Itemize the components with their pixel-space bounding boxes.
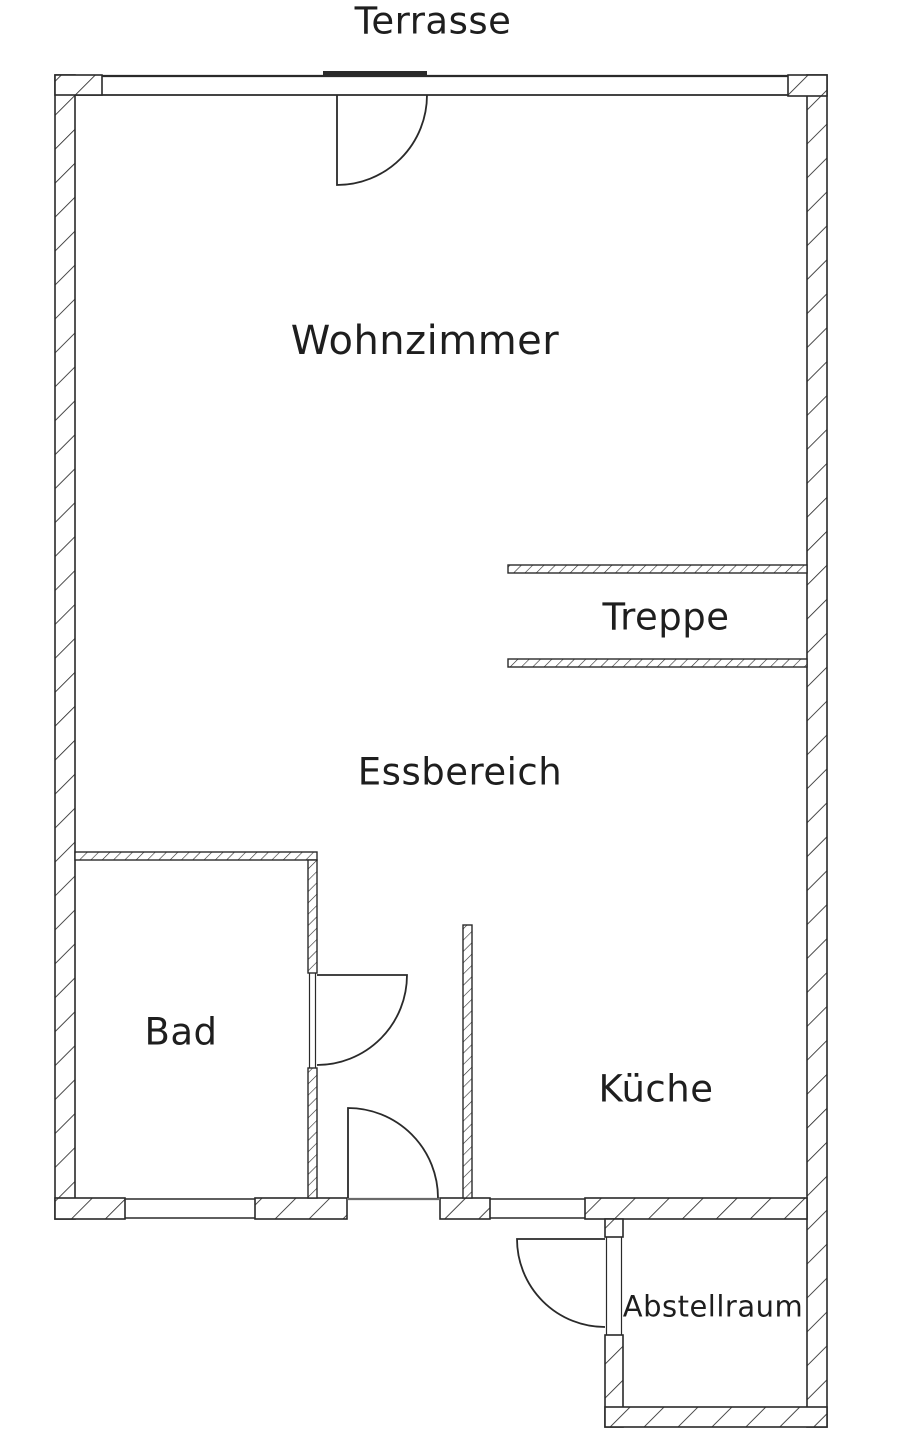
- room-label-essbereich: Essbereich: [357, 750, 563, 794]
- terrace-door-swing: [336, 94, 428, 186]
- bath-wall-top: [74, 851, 318, 861]
- stair-wall-bottom: [507, 658, 808, 668]
- wall-bottom-seg1: [54, 1197, 126, 1220]
- wall-storage-bottom: [604, 1406, 828, 1428]
- wall-bottom-seg3: [439, 1197, 491, 1220]
- room-label-abstellraum: Abstellraum: [622, 1289, 804, 1324]
- openings: [125, 973, 623, 1335]
- wall-right: [806, 74, 828, 1428]
- terrace-door-threshold: [323, 71, 427, 76]
- bath-wall-right-lower: [307, 1067, 318, 1199]
- room-label-wohnzimmer: Wohnzimmer: [290, 318, 560, 364]
- bath-door-swing: [316, 974, 408, 1066]
- bath-wall-right-upper: [307, 859, 318, 974]
- corner-block-top-left: [54, 74, 103, 96]
- interior-walls: [74, 564, 808, 1199]
- entrance-door-swing: [347, 1107, 439, 1199]
- terrace-window-wall: [54, 71, 828, 97]
- wall-bottom-seg2: [254, 1197, 348, 1220]
- kitchen-partition-wall: [462, 924, 473, 1199]
- doors: [316, 94, 606, 1328]
- wall-left: [54, 74, 76, 1220]
- room-label-kueche: Küche: [598, 1067, 714, 1111]
- area-label-terrasse: Terrasse: [354, 0, 512, 43]
- wall-bottom-seg4: [584, 1197, 808, 1220]
- room-label-treppe: Treppe: [602, 595, 730, 639]
- corner-block-top-right: [787, 74, 828, 97]
- window-band: [75, 77, 807, 94]
- room-label-bad: Bad: [144, 1010, 218, 1054]
- exterior-walls: [54, 74, 828, 1428]
- stair-wall-top: [507, 564, 808, 574]
- storage-door-swing: [516, 1238, 606, 1328]
- wall-storage-left-upper: [604, 1218, 624, 1238]
